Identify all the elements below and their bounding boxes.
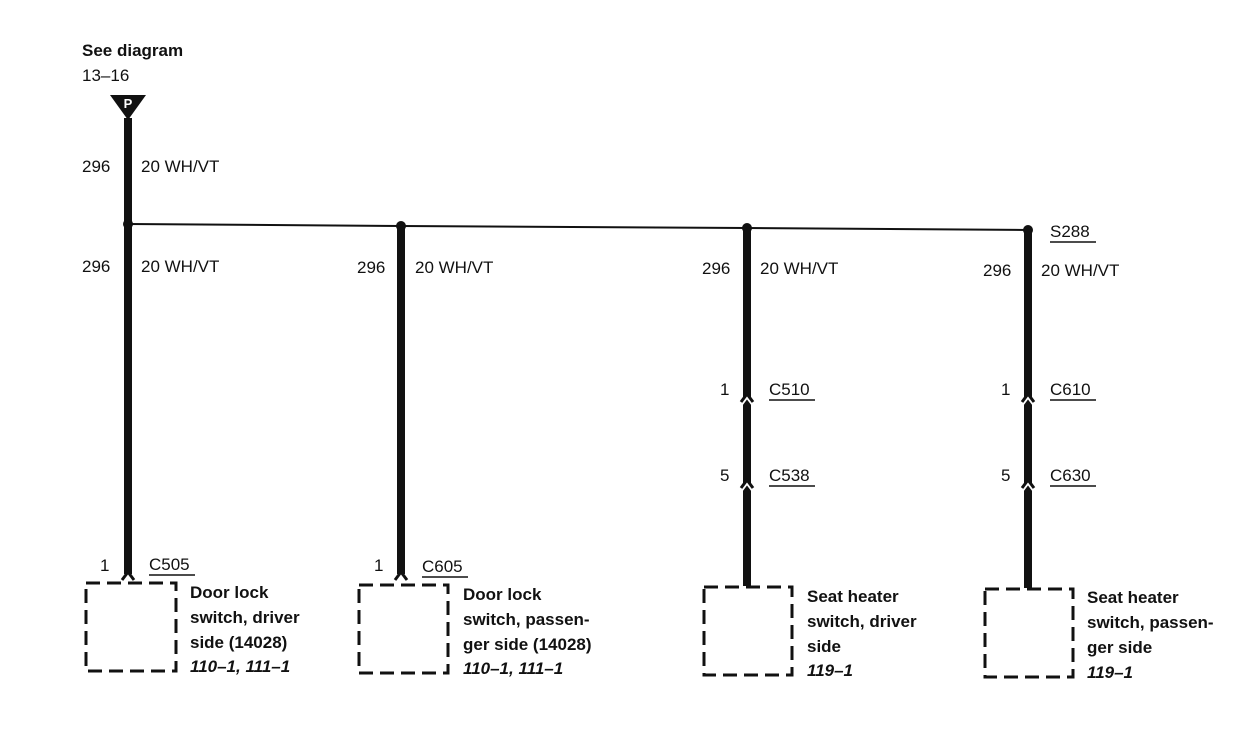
end-pin-number: 1 (100, 556, 109, 575)
splice-bus (127, 223, 1029, 231)
see-diagram-label: See diagram (82, 41, 183, 60)
connector-gap (1020, 394, 1036, 406)
component-label-line: switch, driver (807, 612, 917, 631)
connector-gap (739, 480, 755, 492)
branch-circuit-number: 296 (983, 261, 1011, 280)
component-label-line: switch, passen- (1087, 613, 1214, 632)
component-page-ref: 110–1, 111–1 (190, 657, 290, 676)
connector-arrow (1020, 391, 1036, 403)
branch-circuit-number: 296 (82, 257, 110, 276)
component-box (983, 587, 1075, 679)
branch-circuit-number: 296 (357, 258, 385, 277)
branch-wire-spec: 20 WH/VT (760, 259, 838, 278)
connector-id: C610 (1050, 380, 1091, 399)
component-label-line: switch, passen- (463, 610, 590, 629)
component-label-line: ger side (1087, 638, 1152, 657)
end-connector-id: C605 (422, 557, 463, 576)
component-label-line: Seat heater (807, 587, 899, 606)
branch-seat-heater-driver: 296 20 WH/VT 1 C510 5 C538 Seat heater s… (702, 230, 917, 680)
connector-gap (739, 394, 755, 406)
connector-arrow (120, 569, 136, 581)
component-page-ref: 119–1 (1087, 663, 1133, 682)
source-circuit-number: 296 (82, 157, 110, 176)
connector-p-letter: P (124, 96, 133, 111)
branch-wire-spec: 20 WH/VT (141, 257, 219, 276)
source-wire-spec: 20 WH/VT (141, 157, 219, 176)
component-label-line: switch, driver (190, 608, 300, 627)
connector-arrow (1020, 477, 1036, 489)
connector-pin-number: 5 (1001, 466, 1010, 485)
branch-circuit-number: 296 (702, 259, 730, 278)
branch-door-lock-passenger: 296 20 WH/VT 1 C605 Door lock switch, pa… (357, 228, 592, 678)
component-box (702, 585, 794, 677)
branch-seat-heater-passenger: 296 20 WH/VT 1 C610 5 C630 Seat heater s… (983, 232, 1214, 682)
connector-pin-number: 1 (1001, 380, 1010, 399)
branch-wire-spec: 20 WH/VT (1041, 261, 1119, 280)
component-label-line: side (14028) (190, 633, 287, 652)
connector-id: C510 (769, 380, 810, 399)
splice-id: S288 (1050, 222, 1090, 241)
branch-door-lock-driver: 296 20 WH/VT 1 C505 Door lock switch, dr… (82, 226, 300, 676)
component-box (84, 581, 178, 673)
connector-pin-number: 5 (720, 466, 729, 485)
end-pin-number: 1 (374, 556, 383, 575)
connector-p-symbol: P (110, 95, 146, 120)
connector-gap (1020, 480, 1036, 492)
component-label-line: ger side (14028) (463, 635, 592, 654)
component-box (357, 583, 450, 675)
branch-wire-spec: 20 WH/VT (415, 258, 493, 277)
component-label-line: Door lock (190, 583, 269, 602)
component-label-line: Door lock (463, 585, 542, 604)
end-connector-id: C505 (149, 555, 190, 574)
component-label-line: side (807, 637, 841, 656)
component-label-line: Seat heater (1087, 588, 1179, 607)
connector-pin-number: 1 (720, 380, 729, 399)
component-page-ref: 119–1 (807, 661, 853, 680)
connector-id: C630 (1050, 466, 1091, 485)
connector-id: C538 (769, 466, 810, 485)
connector-arrow (393, 569, 409, 581)
page-reference: 13–16 (82, 66, 129, 85)
connector-arrow (739, 391, 755, 403)
component-page-ref: 110–1, 111–1 (463, 659, 563, 678)
connector-arrow (739, 477, 755, 489)
